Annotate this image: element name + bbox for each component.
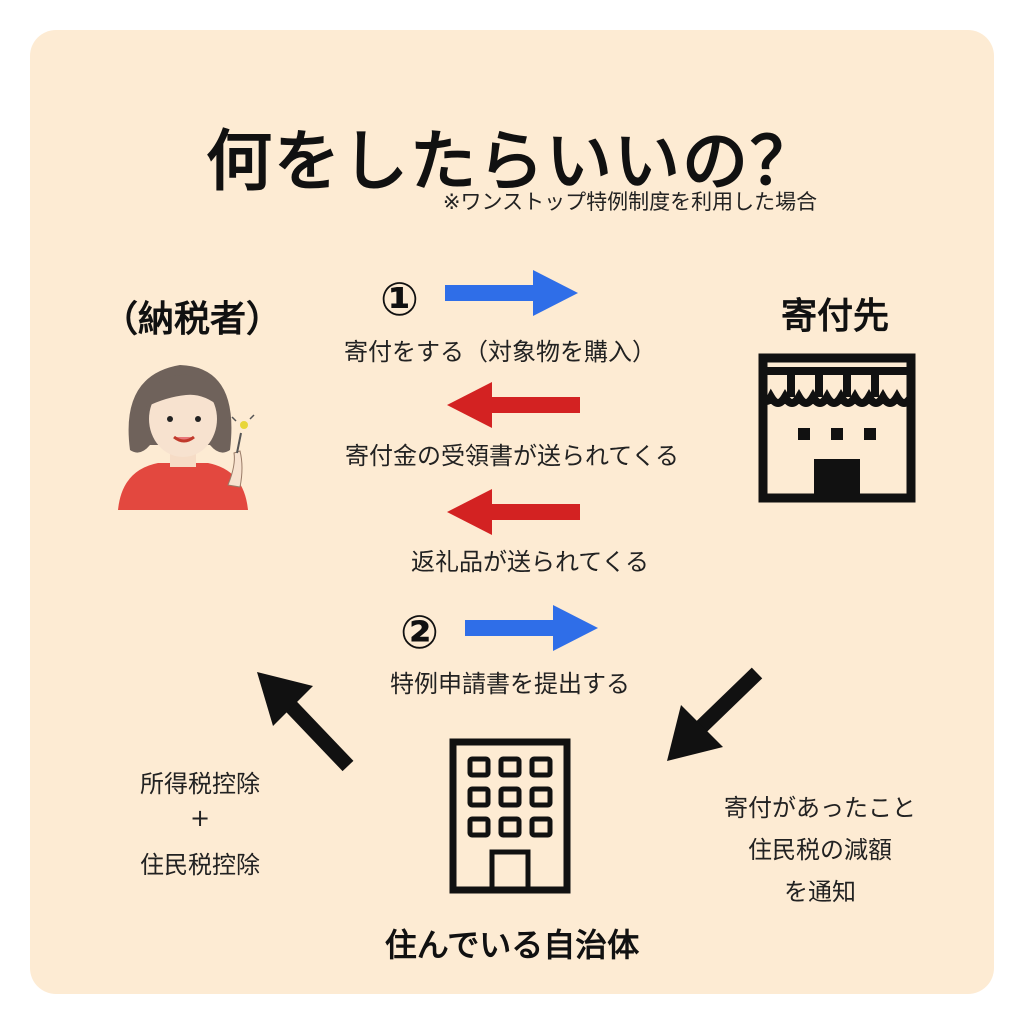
arrow-right-blue-2 (465, 605, 598, 651)
arrow-down-left-black (667, 667, 763, 761)
municipality-label: 住んでいる自治体 (384, 926, 640, 964)
deduction-line-2: + (189, 804, 211, 832)
taxpayer-label: （納税者） (101, 299, 282, 340)
receipt-text: 寄付金の受領書が送られてくる (344, 442, 680, 470)
arrow-up-left-black (257, 672, 354, 772)
notice-line-1: 寄付があったこと (724, 794, 916, 822)
page-title: 何をしたらいいの？ (206, 123, 818, 200)
step-2-text: 特例申請書を提出する (390, 670, 630, 698)
step-1-number: ① (380, 272, 419, 326)
notice-line-3: を通知 (784, 878, 856, 906)
note-text: ※ワンストップ特例制度を利用した場合 (442, 190, 818, 214)
woman-illustration (118, 365, 255, 510)
arrow-right-blue-1 (445, 270, 578, 316)
arrow-left-red-1 (447, 382, 580, 428)
shop-icon (758, 353, 916, 503)
deduction-line-1: 所得税控除 (140, 770, 260, 798)
deduction-line-3: 住民税控除 (140, 851, 260, 879)
arrow-left-red-2 (447, 489, 580, 535)
gift-text: 返礼品が送られてくる (410, 548, 650, 576)
notice-line-2: 住民税の減額 (748, 836, 892, 864)
recipient-label: 寄付先 (780, 296, 889, 337)
office-building-icon (449, 738, 571, 894)
step-2-number: ② (400, 605, 439, 659)
step-1-text: 寄付をする（対象物を購入） (344, 338, 656, 366)
